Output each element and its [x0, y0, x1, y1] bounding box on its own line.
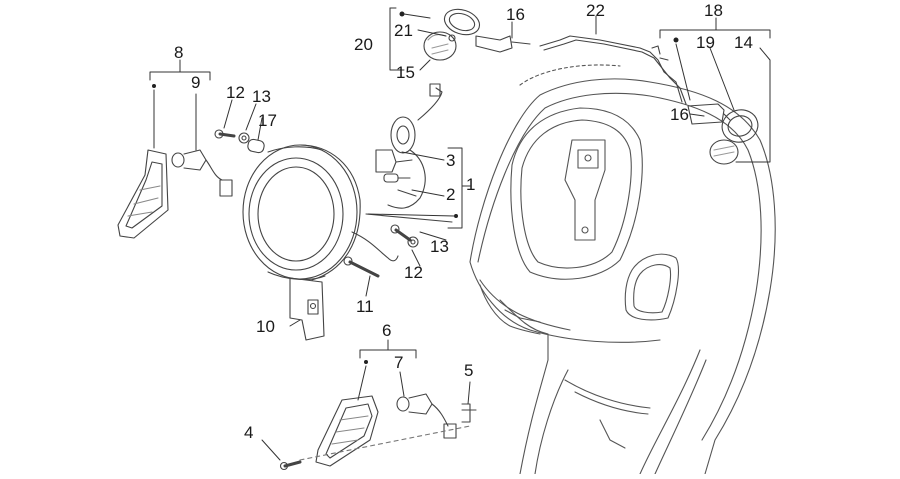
- part-number-16-right: 16: [670, 105, 689, 124]
- screw-11: [343, 256, 380, 278]
- front-indicator-lens: [315, 395, 379, 467]
- screw-12-left: [214, 129, 236, 139]
- part-number-15: 15: [396, 63, 415, 82]
- part-number-12-left: 12: [226, 83, 245, 102]
- cable-22: [539, 35, 687, 105]
- part-number-12-right: 12: [404, 263, 423, 282]
- front-shield-body: [469, 64, 776, 475]
- part-number-13-right: 13: [430, 237, 449, 256]
- left-bulb-holder: [171, 149, 233, 197]
- part-number-5: 5: [464, 361, 474, 380]
- part-number-7: 7: [394, 353, 404, 372]
- part-number-13-left: 13: [252, 87, 271, 106]
- top-right-indicator: [687, 103, 759, 165]
- part-number-11: 11: [356, 297, 374, 316]
- part-number-6: 6: [382, 321, 392, 340]
- part-number-19: 19: [696, 33, 715, 52]
- part-number-4: 4: [244, 423, 254, 442]
- adjust-screw: [390, 224, 419, 248]
- left-indicator-lens: [117, 149, 169, 239]
- bulb-holder-group: [365, 83, 453, 223]
- headlight-wire: [351, 231, 399, 262]
- front-bulb-holder: [396, 393, 457, 439]
- washer-13-left: [238, 132, 250, 144]
- leader-dash-front: [299, 425, 471, 461]
- top-left-indicator: [423, 8, 531, 61]
- bracket-5: [461, 403, 477, 423]
- part-number-14: 14: [734, 33, 753, 52]
- leader-lines: [149, 7, 771, 461]
- headlight-bracket: [289, 277, 325, 341]
- part-number-18: 18: [704, 1, 723, 20]
- part-number-9: 9: [191, 73, 201, 92]
- part-number-21: 21: [394, 21, 413, 40]
- part-number-22: 22: [586, 1, 605, 20]
- part-number-3: 3: [446, 151, 456, 170]
- grommet-17: [247, 138, 265, 154]
- part-number-2: 2: [446, 185, 456, 204]
- part-number-8: 8: [174, 43, 184, 62]
- part-number-10: 10: [256, 317, 275, 336]
- headlight-assembly: [242, 144, 361, 281]
- part-number-20: 20: [354, 35, 373, 54]
- part-number-1: 1: [466, 175, 476, 194]
- part-number-17: 17: [258, 111, 277, 130]
- part-number-16-top: 16: [506, 5, 525, 24]
- screw-4: [279, 460, 302, 471]
